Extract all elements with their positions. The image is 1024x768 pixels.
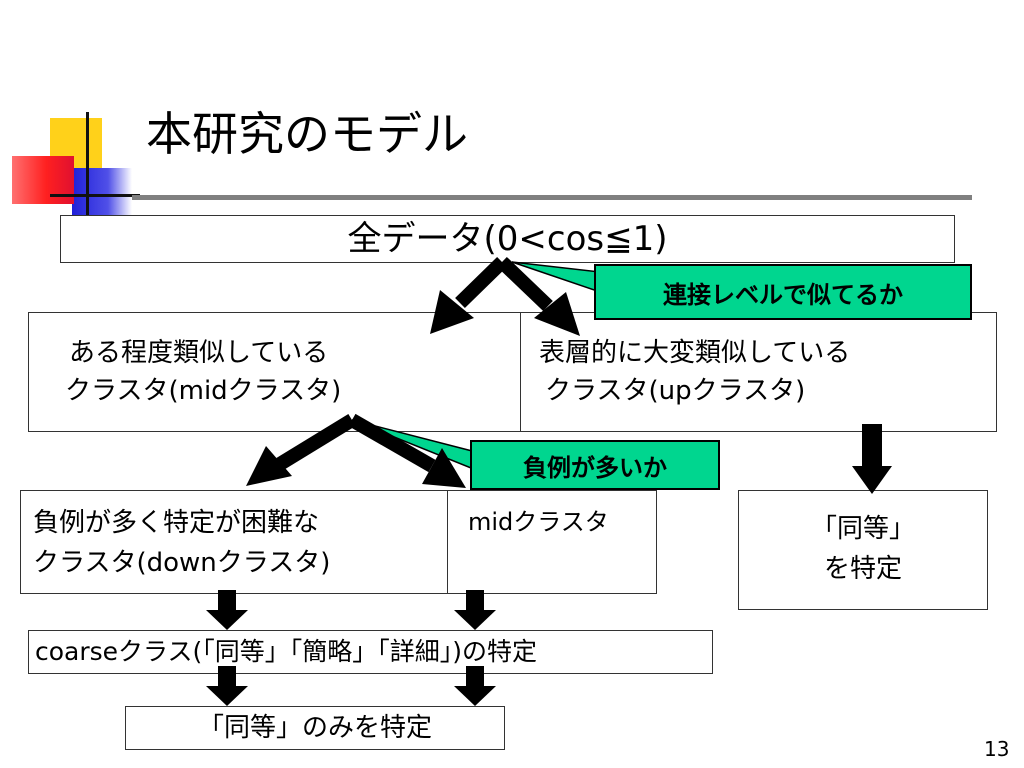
identify-equal-box: 「同等」 を特定: [738, 490, 988, 610]
all-data-label: 全データ(0<cos≦1): [347, 219, 668, 259]
arrow-to-up-shaft: [497, 256, 553, 312]
arrow-to-mid-shaft: [455, 256, 507, 309]
mid-cluster-small-label: midクラスタ: [468, 508, 609, 536]
only-equal-box: 「同等」のみを特定: [125, 706, 505, 750]
arrow-coarse-to-only-left-head: [206, 686, 248, 706]
callout-similarity-pointer: [511, 261, 601, 294]
mid-cluster-line2: クラスタ(midクラスタ): [65, 376, 342, 406]
mid-cluster-small-box: midクラスタ: [447, 490, 657, 594]
deco-horizontal-line: [50, 194, 140, 197]
title-decoration: [12, 112, 142, 230]
arrow-to-down-head: [246, 446, 292, 486]
identify-equal-line2: を特定: [823, 554, 902, 584]
coarse-class-box: coarseクラス(「同等」「簡略」「詳細」)の特定: [28, 630, 713, 674]
down-cluster-line1: 負例が多く特定が困難な: [33, 508, 320, 538]
down-cluster-box: 負例が多く特定が困難な クラスタ(downクラスタ): [20, 490, 450, 594]
mid-cluster-line1: ある程度類似している: [69, 338, 329, 368]
identify-equal-line1: 「同等」: [810, 514, 915, 544]
coarse-class-label: coarseクラス(「同等」「簡略」「詳細」)の特定: [35, 637, 538, 666]
all-data-box: 全データ(0<cos≦1): [60, 215, 955, 263]
arrow-midsmall-to-coarse-head: [454, 610, 496, 630]
callout-similarity: 連接レベルで似てるか: [594, 264, 972, 320]
up-cluster-line1: 表層的に大変類似している: [539, 338, 851, 368]
down-cluster-line2: クラスタ(downクラスタ): [33, 548, 331, 578]
up-cluster-box: 表層的に大変類似している クラスタ(upクラスタ): [520, 312, 997, 432]
slide-title: 本研究のモデル: [146, 107, 468, 161]
mid-cluster-box: ある程度類似している クラスタ(midクラスタ): [28, 312, 523, 432]
deco-vertical-line: [86, 112, 89, 224]
page-number: 13: [984, 737, 1010, 761]
arrow-coarse-to-only-right-head: [454, 686, 496, 706]
arrow-to-midsmall-head: [422, 448, 466, 488]
up-cluster-line2: クラスタ(upクラスタ): [545, 376, 806, 406]
callout-negatives: 負例が多いか: [470, 440, 720, 490]
only-equal-label: 「同等」のみを特定: [197, 713, 432, 743]
arrow-down-to-coarse-head: [206, 610, 248, 630]
title-underline: [132, 195, 972, 200]
